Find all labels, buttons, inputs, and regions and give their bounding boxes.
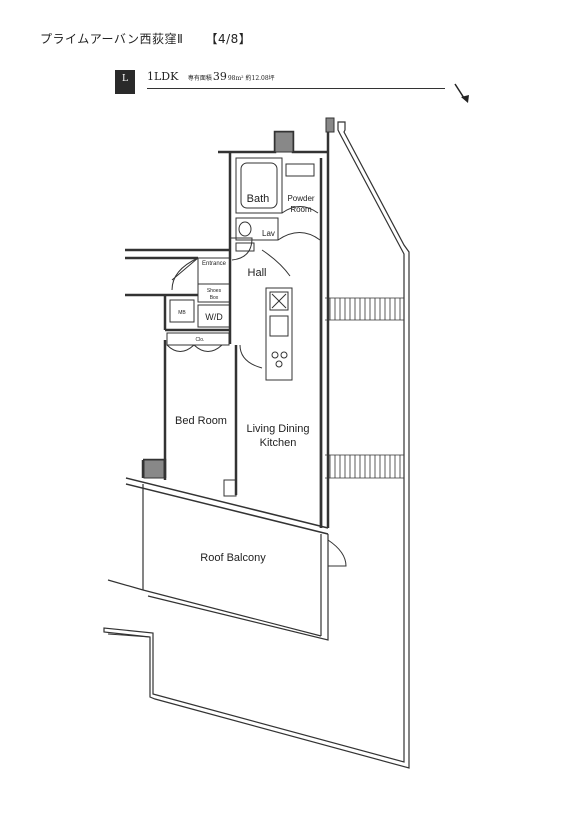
label-powder: Powder: [287, 194, 314, 203]
area-caption: 専有面積: [187, 75, 212, 82]
label-living-dining: Living Dining: [247, 423, 310, 435]
header-rule: [147, 88, 445, 89]
label-shoes: Shoes: [207, 288, 222, 294]
stairs-lower: [325, 454, 404, 479]
label-kitchen: Kitchen: [260, 437, 297, 449]
kitchen-counter: [239, 287, 293, 381]
north-arrow-icon: [454, 83, 469, 103]
building-title: プライムアーバン西荻窪Ⅱ 【4/8】: [40, 30, 251, 47]
column-top: [274, 131, 294, 153]
label-roof-balcony: Roof Balcony: [200, 552, 266, 564]
label-entrance: Entrance: [202, 261, 227, 267]
sliding-windows: [125, 477, 329, 535]
label-mb: MB: [178, 310, 186, 316]
label-wd: W/D: [205, 312, 223, 322]
label-closet: Clo.: [196, 337, 205, 343]
terrace-outline-inner: [107, 633, 151, 697]
building-name: プライムアーバン西荻窪Ⅱ: [40, 32, 184, 46]
bath-area: [235, 157, 319, 214]
label-lav: Lav: [262, 229, 275, 238]
label-powder-room: Room: [290, 205, 312, 214]
stairs-upper: [325, 297, 404, 321]
roof-balcony-outline: [107, 484, 329, 641]
area-value: 39: [212, 70, 227, 83]
label-bedroom: Bed Room: [175, 415, 227, 427]
hall-doors: [230, 237, 291, 277]
label-box: Box: [210, 295, 219, 301]
unit-type-label: 1LDK 専有面積3998m² 約12.08坪: [147, 70, 275, 83]
lav-area: [235, 217, 321, 252]
column-right: [325, 117, 335, 133]
closet-row: [166, 332, 230, 352]
walls: [125, 118, 330, 528]
unit-type: 1LDK: [147, 70, 179, 83]
balcony-door: [327, 539, 347, 567]
unit-type-badge: L: [115, 70, 135, 94]
area-unit: 98m² 約12.08坪: [227, 75, 275, 82]
column-left: [143, 459, 165, 479]
entrance-area: [169, 257, 231, 328]
aircon-unit: [223, 479, 237, 497]
label-hall: Hall: [248, 267, 267, 279]
page-indicator: 【4/8】: [205, 32, 252, 46]
label-bath: Bath: [247, 193, 270, 205]
